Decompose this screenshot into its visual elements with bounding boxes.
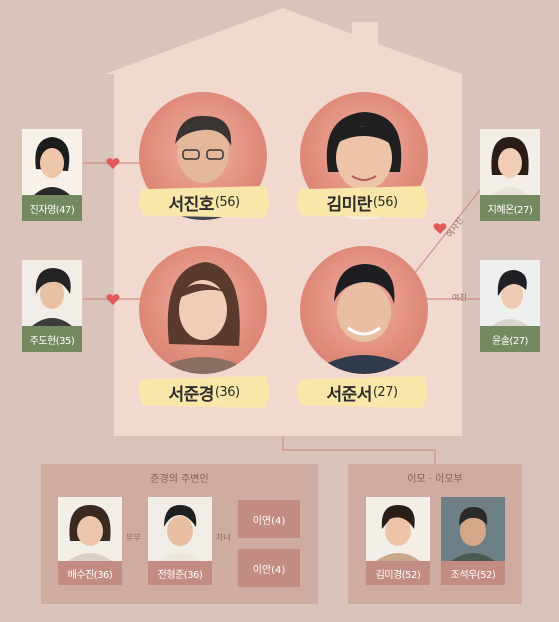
father-name-banner: 서진호(56) <box>138 186 270 218</box>
person-photo <box>480 129 540 195</box>
daughter-name: 서준경 <box>168 384 214 405</box>
mother-name: 김미란 <box>326 194 372 215</box>
person-photo <box>480 260 540 326</box>
mother-age: (56) <box>372 194 398 210</box>
person-photo <box>366 497 430 561</box>
relation-label-children: 자녀 <box>216 533 231 542</box>
mother-name-banner: 김미란(56) <box>296 186 428 218</box>
daughter-portrait <box>139 246 267 374</box>
relation-label-girlfriend: 여친 <box>452 293 467 302</box>
side-card-jinjayoung: 진자영(47) <box>22 129 82 221</box>
side-card-jihyeon: 지혜온(27) <box>480 129 540 221</box>
person-photo <box>58 497 122 561</box>
side-card-label: 지혜온(27) <box>487 204 533 216</box>
son-name: 서준서 <box>326 384 372 405</box>
side-card-judohyun: 주도현(35) <box>22 260 82 352</box>
side-card-label: 윤솔(27) <box>492 335 528 347</box>
father-name: 서진호 <box>168 194 214 215</box>
card-jeonhyeongjun: 전형준(36) <box>148 497 212 585</box>
card-joseokwoo: 조석우(52) <box>441 497 505 585</box>
relatives-panel-title: 이모 · 이모부 <box>407 474 463 485</box>
small-card-label: 배수진(36) <box>67 569 113 581</box>
side-card-label: 주도현(35) <box>29 335 75 347</box>
child-box-iyeon: 이연(4) <box>238 500 300 538</box>
child-box-ian: 이안(4) <box>238 549 300 587</box>
person-photo <box>148 497 212 561</box>
person-photo <box>441 497 505 561</box>
person-photo <box>22 129 82 195</box>
heart-icon <box>106 294 120 305</box>
side-card-label: 진자영(47) <box>29 204 75 216</box>
relation-label-couple: 부부 <box>126 533 141 542</box>
son-name-banner: 서준서(27) <box>296 376 428 408</box>
son-portrait <box>300 246 428 374</box>
heart-icon <box>106 158 120 169</box>
small-card-label: 김미경(52) <box>375 569 421 581</box>
side-card-yunsol: 윤솔(27) <box>480 260 540 352</box>
friends-panel-title: 준경의 주변인 <box>150 474 209 485</box>
card-kimmikyung: 김미경(52) <box>366 497 430 585</box>
heart-icon <box>433 223 447 234</box>
daughter-name-banner: 서준경(36) <box>138 376 270 408</box>
daughter-age: (36) <box>214 384 240 400</box>
person-photo <box>22 260 82 326</box>
small-card-label: 전형준(36) <box>157 569 203 581</box>
father-age: (56) <box>214 194 240 210</box>
card-baesujin: 배수진(36) <box>58 497 122 585</box>
son-age: (27) <box>372 384 398 400</box>
small-card-label: 조석우(52) <box>450 569 496 581</box>
